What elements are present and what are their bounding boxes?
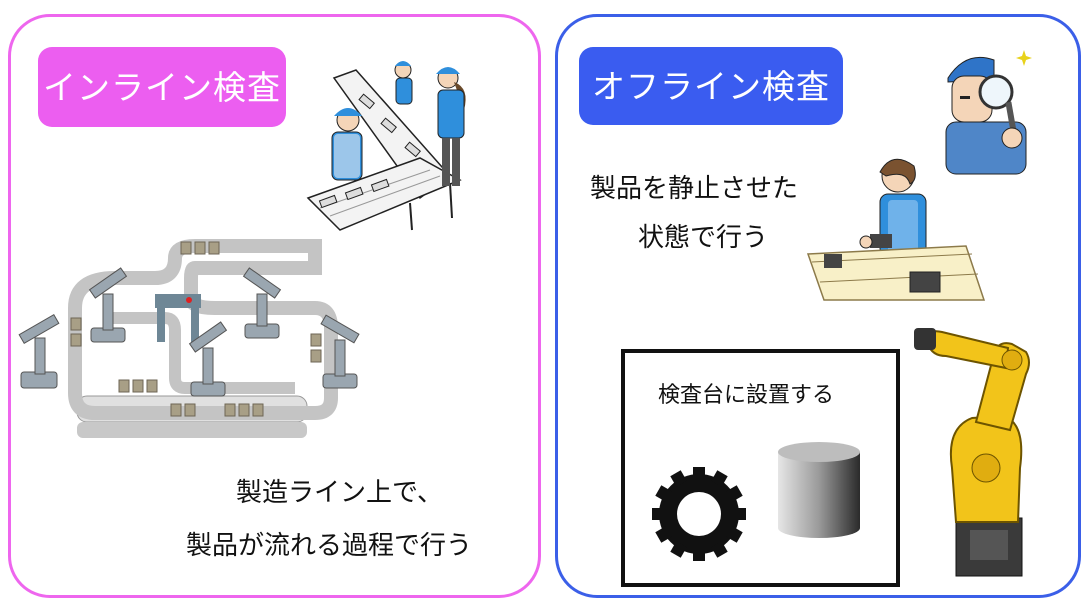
inspection-stand-label: 検査台に設置する xyxy=(658,383,835,408)
cylinder-icon xyxy=(778,442,860,538)
industrial-robot-arm-illustration xyxy=(914,328,1030,577)
inline-description-line2: 製品が流れる過程で行う xyxy=(186,531,473,561)
offline-description-line1: 製品を静止させた xyxy=(590,174,799,204)
inline-description-line1: 製造ライン上で、 xyxy=(236,478,443,508)
inspector-magnifier-illustration xyxy=(945,50,1032,175)
worker-conveyor-illustration xyxy=(806,158,986,301)
workers-sorting-illustration xyxy=(306,61,466,231)
offline-description-line2: 状態で行う xyxy=(638,223,769,253)
offline-title-badge: オフライン検査 xyxy=(579,47,843,125)
gear-icon xyxy=(652,467,746,561)
conveyor-robot-line-illustration xyxy=(18,239,360,438)
inline-title-badge: インライン検査 xyxy=(38,47,286,127)
